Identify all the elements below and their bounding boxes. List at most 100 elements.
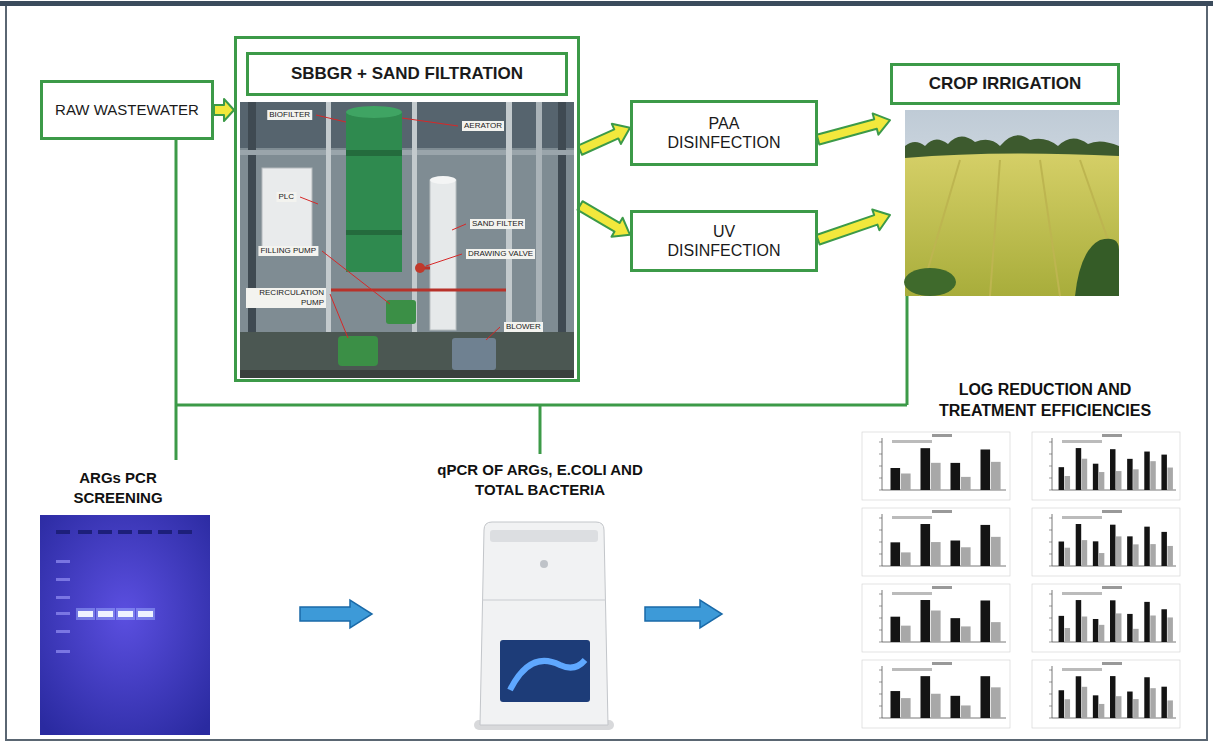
bar-chart-panels <box>991 537 1001 566</box>
bar-chart-panels <box>1065 476 1070 490</box>
gel-image <box>136 608 155 620</box>
bar-chart-panels <box>1049 554 1052 555</box>
bar-chart-panels <box>891 542 901 566</box>
bar-chart-panels <box>1049 566 1052 567</box>
section-heading: ARGs PCR SCREENING <box>58 468 178 507</box>
gel-image <box>56 578 70 581</box>
part-label: PLC <box>276 192 296 202</box>
flow-arrow <box>577 201 630 236</box>
bar-chart-panels <box>931 611 941 642</box>
bar-chart-panels <box>932 586 952 589</box>
bar-chart-panels <box>879 682 882 683</box>
bar-chart-panels <box>1065 548 1070 566</box>
bar-chart-panels <box>1049 606 1052 607</box>
bar-chart-panels <box>932 434 952 437</box>
bar-chart-panels <box>1049 518 1052 519</box>
bar-chart-panels <box>1110 525 1115 566</box>
bar-chart-panels <box>961 477 971 490</box>
bar-chart-panels <box>1110 600 1115 642</box>
bar-chart-panels <box>879 442 882 443</box>
gel-image <box>56 630 70 633</box>
bar-chart-panels <box>879 478 882 479</box>
sampling-line <box>175 140 178 460</box>
part-label: AERATOR <box>462 121 504 131</box>
bar-chart-panels <box>879 530 882 531</box>
bar-chart-panels <box>1052 666 1176 718</box>
bar-chart-panels <box>882 438 1006 490</box>
section-heading: qPCR OF ARGs, E.COLI AND TOTAL BACTERIA <box>420 460 660 499</box>
bar-chart-panels <box>1099 472 1104 490</box>
pilot-plant-photo <box>240 102 574 148</box>
bar-chart-panels <box>892 440 932 443</box>
bar-chart-panels <box>981 600 991 642</box>
pilot-plant-photo <box>430 176 456 184</box>
page-frame <box>0 1 1213 6</box>
bar-chart-panels <box>862 660 1010 728</box>
gel-image <box>76 608 155 620</box>
bar-chart-panels <box>1052 590 1176 642</box>
bar-chart-panels <box>1161 609 1166 642</box>
bar-chart-panels <box>1032 584 1180 652</box>
bar-chart-panels <box>1032 584 1180 652</box>
bar-chart-panels <box>1049 454 1052 455</box>
sampling-line <box>176 140 907 460</box>
bar-chart-panels <box>981 676 991 718</box>
bar-chart-panels <box>879 554 882 555</box>
bar-chart-panels <box>1082 540 1087 566</box>
bar-chart-panels <box>1102 510 1122 513</box>
bar-chart-panels <box>879 594 882 595</box>
pilot-plant-photo <box>415 263 425 273</box>
bar-chart-panels <box>1059 690 1064 718</box>
bar-chart-panels <box>1133 629 1138 642</box>
bar-chart-panels <box>1049 530 1052 531</box>
pilot-plant-photo <box>506 102 512 332</box>
bar-chart-panels <box>1167 546 1172 566</box>
bar-chart-panels <box>1049 682 1052 683</box>
bar-chart-panels <box>1150 544 1155 566</box>
bar-chart-panels <box>1144 677 1149 718</box>
bar-chart-panels <box>1032 508 1180 576</box>
gel-image <box>56 530 192 534</box>
bar-chart-panels <box>1110 676 1115 718</box>
gel-image <box>56 612 70 615</box>
bar-chart-panels <box>1167 468 1172 490</box>
bar-chart-panels <box>1082 459 1087 490</box>
bar-chart-panels <box>1032 660 1180 728</box>
part-label: RECIRCULATION PUMP <box>246 288 326 308</box>
bar-chart-panels <box>1049 630 1052 631</box>
leader-line <box>486 327 500 340</box>
bar-chart-panels <box>892 592 932 595</box>
bar-chart-panels <box>1082 687 1087 718</box>
gel-image <box>138 611 153 617</box>
bar-chart-panels <box>981 525 991 566</box>
bar-chart-panels <box>879 706 882 707</box>
gel-image <box>78 530 92 534</box>
bar-chart-panels <box>891 617 901 642</box>
pilot-plant-photo <box>346 106 402 118</box>
bar-chart-panels <box>879 542 882 543</box>
bar-chart-panels <box>879 490 882 491</box>
panel-heading: CROP IRRIGATION <box>890 63 1120 105</box>
bar-chart-panels <box>1127 614 1132 642</box>
gel-image <box>56 560 70 653</box>
bar-chart-panels <box>1062 668 1102 671</box>
bar-chart-panels <box>879 606 882 607</box>
field-photo <box>905 110 1119 296</box>
qpcr-machine <box>490 530 598 542</box>
bar-chart-panels <box>921 524 931 566</box>
bar-chart-panels <box>862 432 1010 500</box>
gel-image <box>96 608 115 620</box>
bar-chart-panels <box>1150 688 1155 718</box>
part-label: DRAWING VALVE <box>466 249 535 259</box>
bar-chart-panels <box>1133 699 1138 718</box>
flow-arrow <box>816 209 890 244</box>
bar-chart-panels <box>1032 508 1180 576</box>
sampling-line <box>539 405 542 454</box>
bar-chart-panels <box>1144 452 1149 490</box>
bar-chart-panels <box>1059 616 1064 642</box>
part-label: BIOFILTER <box>267 110 312 120</box>
gel-image <box>56 560 70 563</box>
bar-chart-panels <box>1062 440 1102 443</box>
